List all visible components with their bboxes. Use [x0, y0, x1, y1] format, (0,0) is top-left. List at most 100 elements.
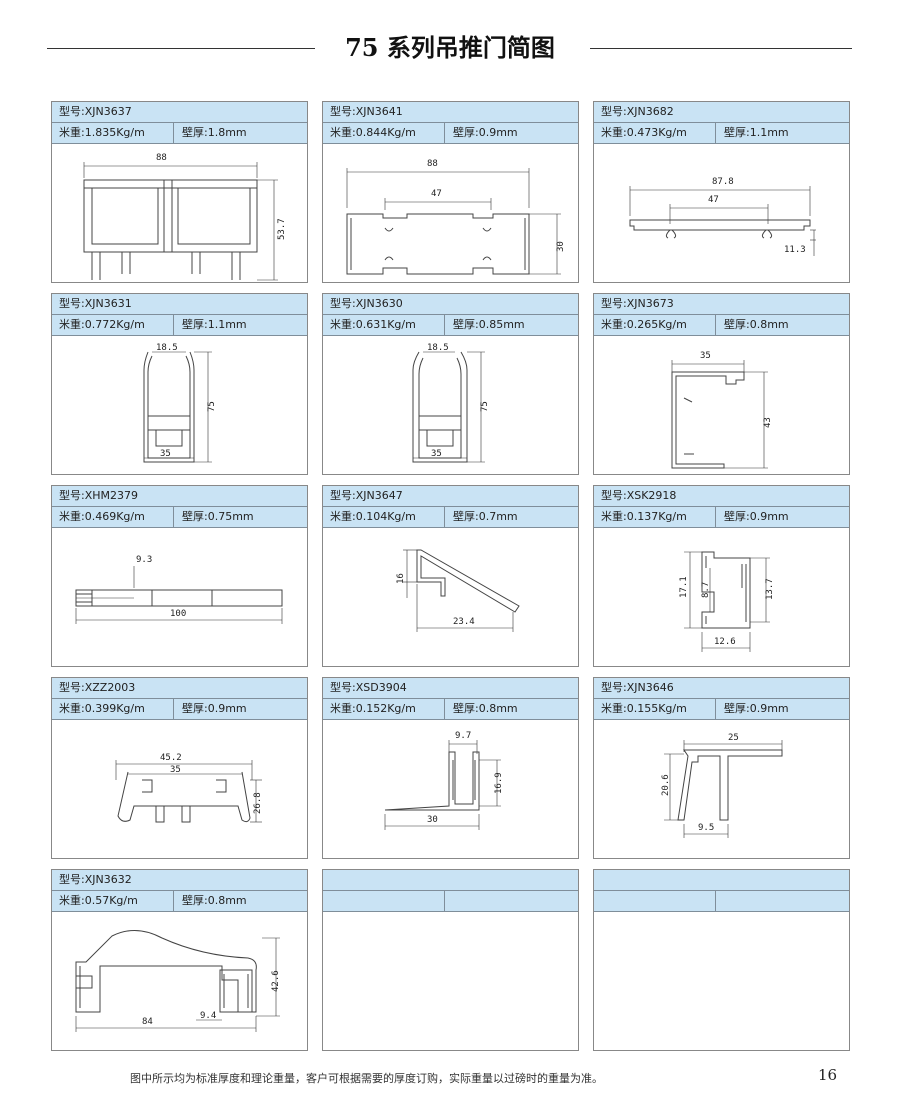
- spec-row: 米重:0.399Kg/m 壁厚:0.9mm: [52, 699, 307, 720]
- dim-label: 16.9: [494, 772, 504, 794]
- weight-label: 米重:0.844Kg/m: [323, 123, 445, 143]
- weight-label: 米重:0.772Kg/m: [52, 315, 174, 335]
- weight-label: 米重:0.631Kg/m: [323, 315, 445, 335]
- spec-row: 米重:0.772Kg/m 壁厚:1.1mm: [52, 315, 307, 336]
- thickness-label: [445, 891, 578, 911]
- model-label: 型号:XSK2918: [594, 486, 849, 507]
- dim-label: 100: [170, 609, 186, 619]
- spec-row: 米重:0.265Kg/m 壁厚:0.8mm: [594, 315, 849, 336]
- dim-label: 13.7: [765, 578, 775, 600]
- thickness-label: 壁厚:0.9mm: [182, 702, 247, 715]
- thickness-label: 壁厚:0.85mm: [453, 318, 525, 331]
- dim-label: 9.3: [136, 555, 152, 565]
- profile-drawing: 16 23.4: [323, 528, 580, 668]
- thickness-label: [716, 891, 849, 911]
- thickness-label: 壁厚:1.1mm: [724, 126, 789, 139]
- spec-row: 米重:0.155Kg/m 壁厚:0.9mm: [594, 699, 849, 720]
- model-label: 型号:XJN3631: [52, 294, 307, 315]
- dim-label: 35: [160, 449, 171, 459]
- dim-label: 88: [427, 159, 438, 169]
- dim-label: 11.3: [784, 245, 806, 255]
- weight-label: 米重:0.137Kg/m: [594, 507, 716, 527]
- weight-label: 米重:0.265Kg/m: [594, 315, 716, 335]
- dim-label: 18.5: [156, 343, 178, 353]
- dim-label: 84: [142, 1017, 153, 1027]
- dim-label: 12.6: [714, 637, 736, 647]
- profile-card: 型号:XSK2918 米重:0.137Kg/m 壁厚:0.9mm 17.1 8.…: [593, 485, 850, 667]
- dim-label: 30: [556, 241, 566, 252]
- weight-label: 米重:0.155Kg/m: [594, 699, 716, 719]
- dim-label: 17.1: [679, 576, 689, 598]
- profile-card: 型号:XJN3646 米重:0.155Kg/m 壁厚:0.9mm 25 20.6…: [593, 677, 850, 859]
- dim-label: 88: [156, 153, 167, 163]
- thickness-label: 壁厚:0.7mm: [453, 510, 518, 523]
- thickness-label: 壁厚:0.9mm: [724, 510, 789, 523]
- thickness-label: 壁厚:0.9mm: [453, 126, 518, 139]
- profile-drawing: 35 43: [594, 336, 851, 476]
- spec-row: 米重:0.844Kg/m 壁厚:0.9mm: [323, 123, 578, 144]
- profile-card: 型号:XJN3641 米重:0.844Kg/m 壁厚:0.9mm 88 47 3…: [322, 101, 579, 283]
- profile-drawing: 17.1 8.7 13.7 12.6: [594, 528, 851, 668]
- model-label: 型号:XZZ2003: [52, 678, 307, 699]
- profile-drawing: 87.8 47 11.3: [594, 144, 851, 284]
- profile-card: 型号:XSD3904 米重:0.152Kg/m 壁厚:0.8mm 9.7 16.…: [322, 677, 579, 859]
- profile-card-empty: [593, 869, 850, 1051]
- dim-label: 75: [207, 401, 217, 412]
- dim-label: 47: [708, 195, 719, 205]
- profile-card-empty: [322, 869, 579, 1051]
- page-title: 75 系列吊推门简图: [345, 33, 555, 62]
- thickness-label: 壁厚:0.8mm: [724, 318, 789, 331]
- dim-label: 23.4: [453, 617, 475, 627]
- dim-label: 75: [480, 401, 490, 412]
- profile-card: 型号:XJN3637 米重:1.835Kg/m 壁厚:1.8mm 88 53.7: [51, 101, 308, 283]
- dim-label: 53.7: [277, 218, 287, 240]
- profile-drawing: 88 47 30: [323, 144, 580, 284]
- dim-label: 47: [431, 189, 442, 199]
- weight-label: [323, 891, 445, 911]
- spec-row: 米重:0.469Kg/m 壁厚:0.75mm: [52, 507, 307, 528]
- spec-row: 米重:1.835Kg/m 壁厚:1.8mm: [52, 123, 307, 144]
- thickness-label: 壁厚:0.75mm: [182, 510, 254, 523]
- spec-row: 米重:0.137Kg/m 壁厚:0.9mm: [594, 507, 849, 528]
- model-label: 型号:XJN3682: [594, 102, 849, 123]
- thickness-label: 壁厚:1.1mm: [182, 318, 247, 331]
- profile-drawing: 18.5 75 35: [52, 336, 309, 476]
- profile-card: 型号:XJN3647 米重:0.104Kg/m 壁厚:0.7mm 16 23.4: [322, 485, 579, 667]
- model-label: [594, 870, 849, 891]
- weight-label: 米重:0.399Kg/m: [52, 699, 174, 719]
- dim-label: 45.2: [160, 753, 182, 763]
- profile-card: 型号:XJN3631 米重:0.772Kg/m 壁厚:1.1mm 18.5 75…: [51, 293, 308, 475]
- profile-drawing: 42.6 84 9.4: [52, 912, 309, 1052]
- weight-label: 米重:0.152Kg/m: [323, 699, 445, 719]
- title-rule-left: [47, 48, 315, 49]
- profile-card: 型号:XJN3632 米重:0.57Kg/m 壁厚:0.8mm 42.6 84 …: [51, 869, 308, 1051]
- dim-label: 35: [170, 765, 181, 775]
- profile-card: 型号:XZZ2003 米重:0.399Kg/m 壁厚:0.9mm 45.2 35…: [51, 677, 308, 859]
- thickness-label: 壁厚:1.8mm: [182, 126, 247, 139]
- spec-row: [594, 891, 849, 912]
- dim-label: 8.7: [701, 582, 711, 598]
- model-label: 型号:XJN3647: [323, 486, 578, 507]
- weight-label: 米重:0.469Kg/m: [52, 507, 174, 527]
- dim-label: 26.8: [253, 792, 263, 814]
- model-label: 型号:XJN3641: [323, 102, 578, 123]
- model-label: 型号:XJN3673: [594, 294, 849, 315]
- weight-label: [594, 891, 716, 911]
- dim-label: 16: [396, 573, 406, 584]
- profile-drawing: 25 20.6 9.5: [594, 720, 851, 860]
- profile-drawing: 45.2 35 26.8: [52, 720, 309, 860]
- dim-label: 43: [763, 417, 773, 428]
- thickness-label: 壁厚:0.8mm: [182, 894, 247, 907]
- spec-row: 米重:0.473Kg/m 壁厚:1.1mm: [594, 123, 849, 144]
- profile-drawing: 18.5 75 35: [323, 336, 580, 476]
- weight-label: 米重:1.835Kg/m: [52, 123, 174, 143]
- dim-label: 20.6: [661, 774, 671, 796]
- spec-row: 米重:0.152Kg/m 壁厚:0.8mm: [323, 699, 578, 720]
- spec-row: 米重:0.631Kg/m 壁厚:0.85mm: [323, 315, 578, 336]
- dim-label: 87.8: [712, 177, 734, 187]
- dim-label: 9.5: [698, 823, 714, 833]
- profile-drawing: 88 53.7: [52, 144, 309, 284]
- profile-card: 型号:XJN3682 米重:0.473Kg/m 壁厚:1.1mm 87.8 47…: [593, 101, 850, 283]
- model-label: 型号:XHM2379: [52, 486, 307, 507]
- model-label: 型号:XJN3632: [52, 870, 307, 891]
